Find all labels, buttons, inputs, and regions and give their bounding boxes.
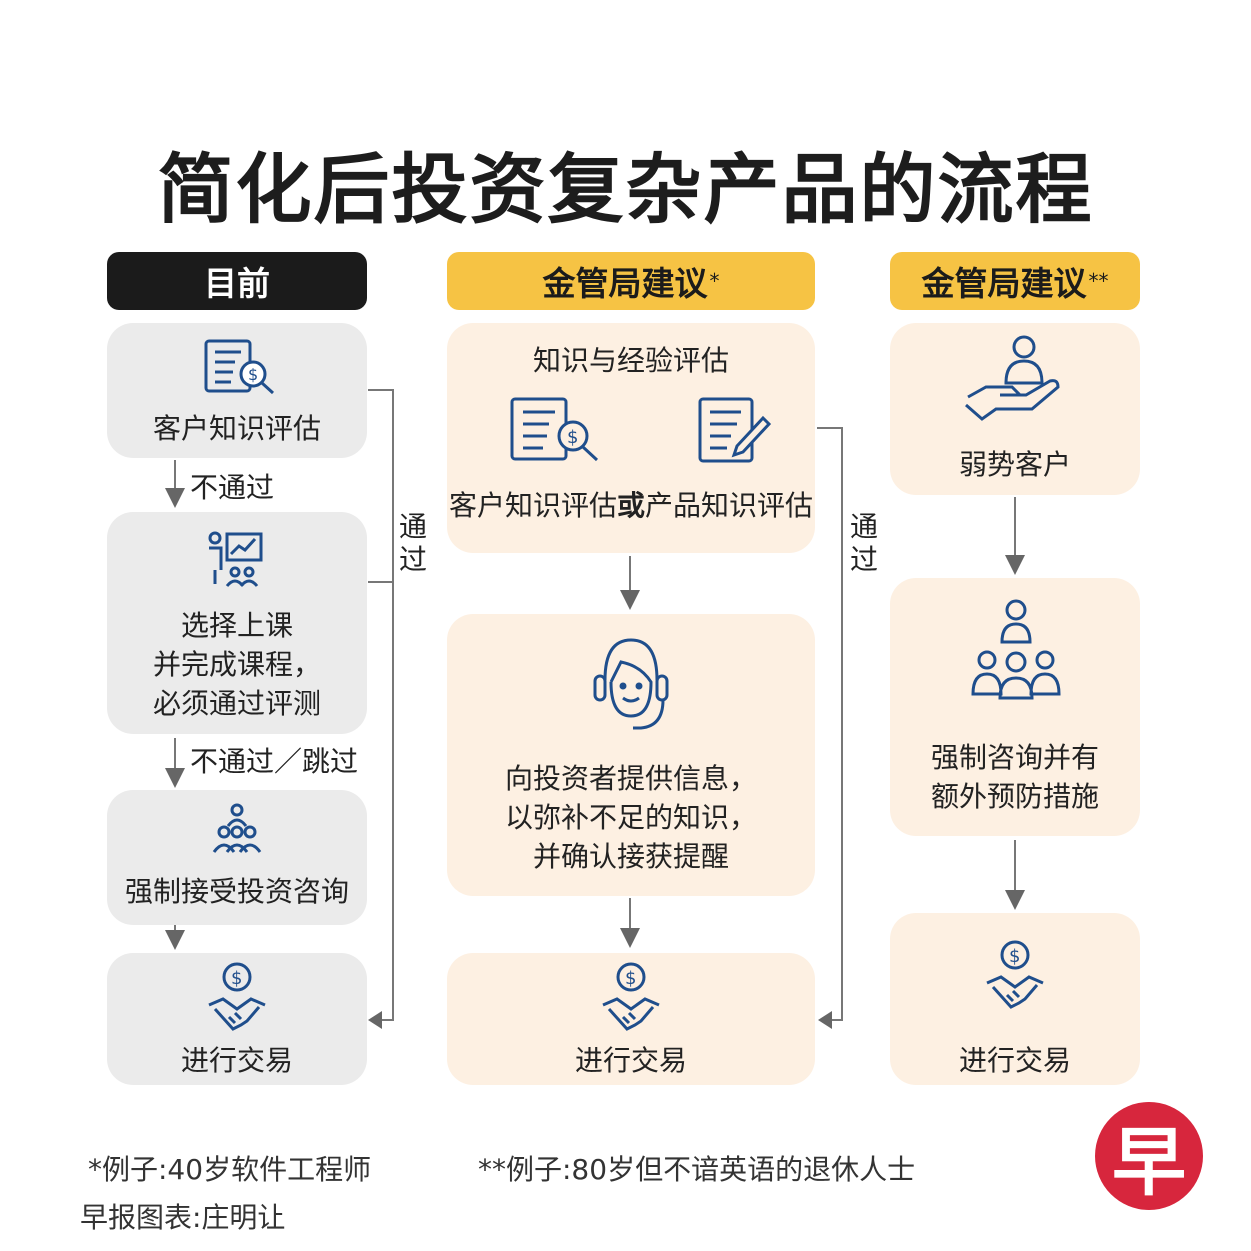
presentation-icon [205,530,265,588]
svg-text:$: $ [231,968,242,989]
page-title: 简化后投资复杂产品的流程 [157,145,1094,234]
header-mas1-mark: * [709,269,720,293]
document-edit-icon [697,396,773,466]
option-product-assessment: 产品知识评估 [645,489,814,522]
step-label: 弱势客户 [958,448,1071,481]
step-label-line3: 并确认接获提醒 [532,840,729,873]
step-provide-info: 向投资者提供信息， 以弥补不足的知识， 并确认接获提醒 [447,614,815,896]
step-label-line3: 必须通过评测 [152,687,321,720]
svg-text:$: $ [625,968,636,989]
pass-label-2b: 过 [850,543,879,576]
pass-label-1a: 通 [399,510,428,543]
footnote-1: *例子:40岁软件工程师 [88,1153,372,1186]
step-label-line1: 选择上课 [180,609,293,642]
step-label: 进行交易 [574,1044,687,1077]
header-mas2-mark: ** [1088,269,1109,293]
arrow-label-fail: 不通过 [190,471,275,504]
step-trade-mas2: $ 进行交易 [890,913,1140,1085]
step-label: 进行交易 [180,1044,293,1077]
option-or: 或 [616,489,645,522]
footnote-2: **例子:80岁但不谙英语的退休人士 [478,1153,916,1186]
step-mandatory-advice: 强制接受投资咨询 [107,790,367,925]
step-trade-current: $ 进行交易 [107,953,367,1085]
step-label: 进行交易 [958,1044,1071,1077]
svg-text:$: $ [567,427,578,448]
header-mas2-label: 金管局建议 [921,264,1087,303]
pass-bracket-1 [368,389,394,1021]
header-current: 目前 [107,252,367,310]
step-mandatory-advice-extra: 强制咨询并有 额外预防措施 [890,578,1140,836]
group-icon [210,802,264,860]
step-options: 客户知识评估或产品知识评估 [447,486,815,526]
handshake-dollar-icon: $ [205,961,269,1037]
step-label-line2: 额外预防措施 [930,780,1099,813]
option-client-assessment: 客户知识评估 [448,489,617,522]
hand-person-icon [964,333,1068,429]
document-search-icon: $ [509,396,609,466]
logo-char: 早 [1112,1119,1186,1206]
step-knowledge-assessment: $ 客户知识评估 [107,323,367,458]
step-label-line1: 向投资者提供信息， [504,762,757,795]
pass-bracket-2 [817,427,843,1021]
step-label-line1: 强制咨询并有 [930,741,1099,774]
credit: 早报图表:庄明让 [80,1201,286,1234]
support-agent-icon [583,636,679,736]
step-vulnerable-client: 弱势客户 [890,323,1140,495]
group-icon [969,598,1063,710]
arrow-label-fail-skip: 不通过／跳过 [190,745,359,778]
step-title: 知识与经验评估 [532,344,729,377]
svg-text:$: $ [1009,946,1020,967]
handshake-dollar-icon: $ [983,939,1047,1015]
step-label: 强制接受投资咨询 [124,875,349,908]
step-trade-mas1: $ 进行交易 [447,953,815,1085]
pass-label-2a: 通 [850,510,879,543]
header-current-label: 目前 [204,264,270,303]
pass-label-1b: 过 [399,543,428,576]
step-course: 选择上课 并完成课程， 必须通过评测 [107,512,367,734]
document-search-icon: $ [203,338,283,396]
header-mas-proposal-2: 金管局建议** [890,252,1140,310]
step-label: 客户知识评估 [152,412,321,445]
header-mas1-label: 金管局建议 [542,264,708,303]
svg-text:$: $ [248,365,258,384]
zaobao-logo: 早 [1095,1102,1203,1210]
handshake-dollar-icon: $ [599,961,663,1037]
header-mas-proposal-1: 金管局建议* [447,252,815,310]
step-label-line2: 并完成课程， [152,648,321,681]
step-label-line2: 以弥补不足的知识， [504,801,757,834]
step-knowledge-experience: 知识与经验评估 $ 客户知识评估或产品知识评估 [447,323,815,553]
